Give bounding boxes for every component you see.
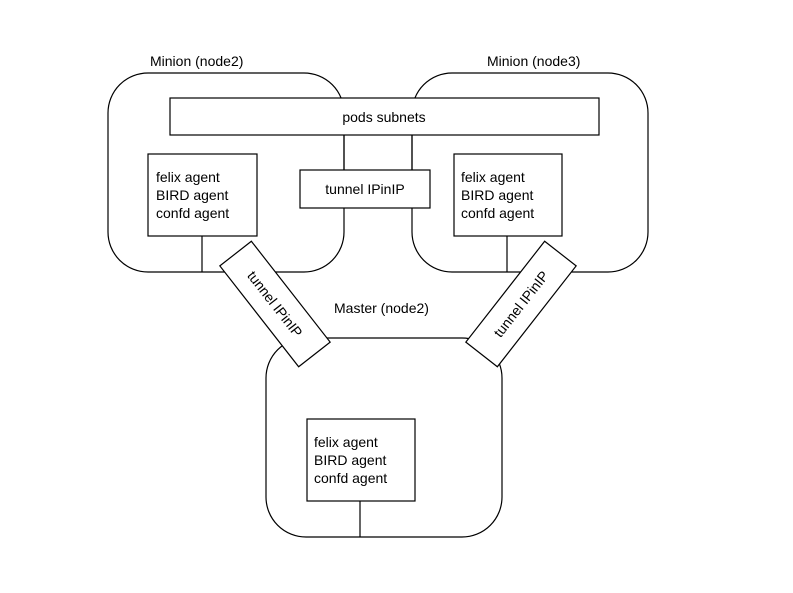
tunnel-ipip-left-box	[218, 240, 332, 368]
confd-agent-label: confd agent	[156, 205, 229, 221]
felix-agent-label: felix agent	[314, 434, 378, 450]
agents-box-master	[306, 418, 416, 502]
confd-agent-label: confd agent	[461, 205, 534, 221]
felix-agent-label: felix agent	[156, 169, 220, 185]
agents-box-node3	[453, 153, 563, 237]
pods-subnets-box	[169, 97, 600, 136]
pods-subnets-label: pods subnets	[342, 109, 425, 125]
felix-agent-label: felix agent	[461, 169, 525, 185]
bird-agent-label: BIRD agent	[314, 452, 386, 468]
minion-node2-title: Minion (node2)	[150, 53, 243, 69]
agents-box-node2	[147, 153, 258, 237]
confd-agent-label: confd agent	[314, 470, 387, 486]
tunnel-ipip-top-label: tunnel IPinIP	[325, 181, 404, 197]
bird-agent-label: BIRD agent	[156, 187, 228, 203]
master-node2-title: Master (node2)	[334, 300, 429, 316]
tunnel-ipip-right-box	[464, 240, 578, 368]
bird-agent-label: BIRD agent	[461, 187, 533, 203]
minion-node3-title: Minion (node3)	[487, 53, 580, 69]
tunnel-ipip-top-box	[299, 169, 431, 209]
